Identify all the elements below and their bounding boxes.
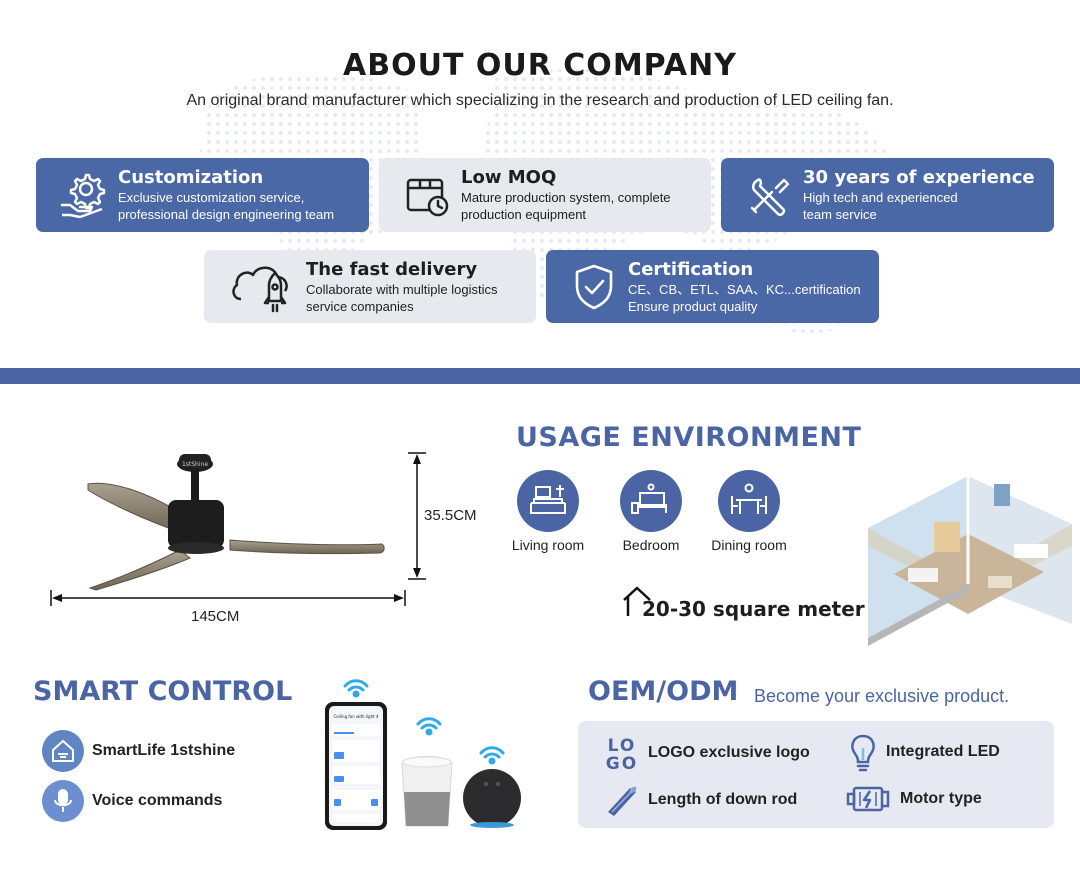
smartlife-app-icon xyxy=(42,730,84,772)
card-certification: Certification CE、CB、ETL、SAA、KC...certifi… xyxy=(546,250,879,323)
card-customization: Customization Exclusive customization se… xyxy=(36,158,369,232)
card-desc-line1: Mature production system, complete xyxy=(461,190,671,205)
room-label: Bedroom xyxy=(622,537,680,553)
oem-item-label: Length of down rod xyxy=(648,791,798,808)
card-desc-line1: Exclusive customization service, xyxy=(118,190,305,205)
about-subtitle: An original brand manufacturer which spe… xyxy=(186,92,894,109)
oem-item-led: Integrated LED xyxy=(848,732,1000,772)
cloud-rocket-icon xyxy=(224,259,300,315)
card-fast-delivery: The fast delivery Collaborate with multi… xyxy=(204,250,536,323)
oem-panel xyxy=(578,721,1054,828)
oem-item-motor: Motor type xyxy=(846,782,982,816)
card-desc-line1: Collaborate with multiple logistics xyxy=(306,281,498,297)
tools-icon xyxy=(741,167,797,223)
smart-devices-image: Ceiling fan with light 4 xyxy=(325,679,521,830)
oem-item-label: Integrated LED xyxy=(886,743,1000,760)
wifi-icon xyxy=(479,746,505,765)
microphone-icon xyxy=(42,780,84,822)
card-desc-line2: production equipment xyxy=(461,207,587,222)
svg-text:LO: LO xyxy=(608,736,637,756)
card-desc-line1: CE、CB、ETL、SAA、KC...certification xyxy=(628,281,861,297)
room-label: Dining room xyxy=(711,537,787,553)
card-experience: 30 years of experience High tech and exp… xyxy=(721,158,1054,232)
room-living: Living room xyxy=(498,470,598,553)
oem-subtitle: Become your exclusive product. xyxy=(754,686,1010,706)
oem-item-rod: Length of down rod xyxy=(604,782,797,818)
card-desc-line2: Ensure product quality xyxy=(628,298,758,314)
usage-title: USAGE ENVIRONMENT xyxy=(516,422,862,453)
rod-icon xyxy=(608,786,637,816)
box-clock-icon xyxy=(399,167,455,223)
house-icon xyxy=(623,586,651,616)
card-desc-line2: team service xyxy=(803,207,877,222)
dining-table-icon xyxy=(718,470,780,532)
width-label: 145CM xyxy=(191,608,240,625)
card-title: The fast delivery xyxy=(306,258,478,280)
ceiling-fan-image: 1stShine xyxy=(87,454,385,591)
card-title: Certification xyxy=(628,258,754,280)
card-desc-line1: High tech and experienced xyxy=(803,190,958,205)
card-title: Customization xyxy=(118,167,264,188)
voice-item: Voice commands xyxy=(42,780,222,822)
card-title: Low MOQ xyxy=(461,167,557,188)
smartlife-label: SmartLife 1stshine xyxy=(92,742,236,759)
oem-item-label: LOGO exclusive logo xyxy=(648,744,810,761)
card-title: 30 years of experience xyxy=(803,167,1035,188)
area-text: 20-30 square meter xyxy=(642,597,865,621)
smart-control-title: SMART CONTROL xyxy=(33,676,293,707)
room-dining: Dining room xyxy=(699,470,799,553)
shield-check-icon xyxy=(566,259,622,315)
oem-item-label: Motor type xyxy=(900,790,982,807)
card-low-moq: Low MOQ Mature production system, comple… xyxy=(379,158,711,232)
fan-brand-mark: 1stShine xyxy=(182,461,208,468)
oem-item-logo: LO GO LOGO exclusive logo xyxy=(604,735,810,771)
height-label: 35.5CM xyxy=(424,507,477,524)
room-illustration xyxy=(868,476,1072,646)
height-dimension-line xyxy=(408,452,426,580)
sofa-icon xyxy=(517,470,579,532)
oem-title: OEM/ODM xyxy=(588,676,739,707)
width-dimension-line xyxy=(50,590,406,606)
room-bedroom: Bedroom xyxy=(601,470,701,553)
card-desc-line2: service companies xyxy=(306,298,414,314)
room-label: Living room xyxy=(511,537,585,553)
svg-text:GO: GO xyxy=(606,754,638,771)
voice-label: Voice commands xyxy=(92,792,223,809)
bulb-icon xyxy=(851,734,875,772)
section-divider xyxy=(0,368,1080,384)
smartlife-item: SmartLife 1stshine xyxy=(42,730,235,772)
gear-hand-icon xyxy=(56,167,112,223)
wifi-icon xyxy=(416,717,442,736)
bed-icon xyxy=(620,470,682,532)
logo-icon: LO GO xyxy=(606,736,638,771)
motor-icon xyxy=(846,786,890,812)
wifi-icon xyxy=(343,679,369,698)
about-title: ABOUT OUR COMPANY xyxy=(343,48,737,83)
card-desc-line2: professional design engineering team xyxy=(118,207,335,222)
app-title: Ceiling fan with light 4 xyxy=(333,714,378,719)
